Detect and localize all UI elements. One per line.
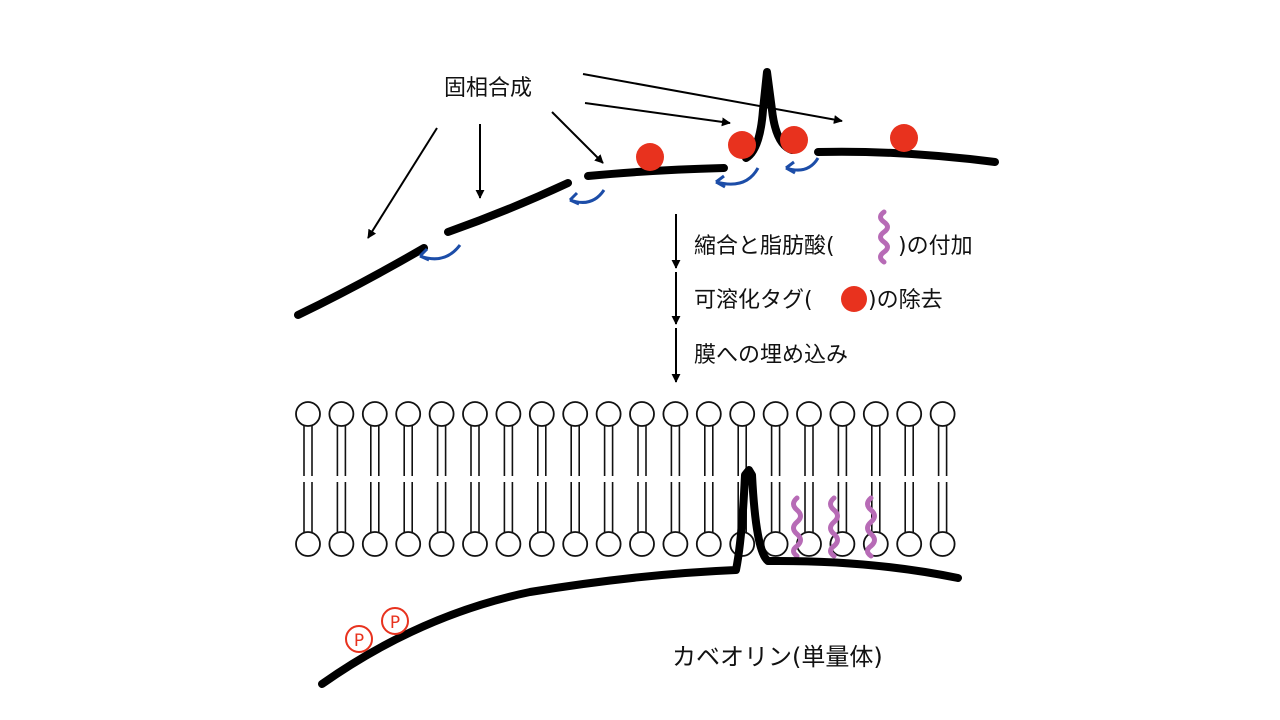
peptide-segments	[294, 68, 999, 319]
solid-phase-arrows	[367, 73, 843, 239]
lipid-icon	[762, 401, 789, 557]
peptide-segment-2	[444, 179, 572, 236]
solubility-tag-icon	[636, 143, 664, 171]
ligation-arrow-3-head	[715, 174, 726, 189]
lipid-icon	[295, 401, 321, 557]
phosphate-icon: P	[345, 625, 373, 653]
pointer-arrow-5	[582, 73, 843, 124]
peptide-segment-3	[584, 164, 728, 180]
lipid-icon	[428, 401, 455, 557]
lipid-icon	[896, 401, 923, 557]
ligation-arrow-4-head	[785, 160, 796, 175]
phosphate-icon: P	[381, 607, 409, 635]
lipid-icon	[929, 401, 956, 557]
fatty-acid-icon	[828, 495, 840, 559]
lipid-icon	[361, 401, 388, 557]
step-1-label-post: )の付加	[898, 234, 973, 259]
lipid-icon	[595, 401, 622, 557]
caveolin-monomer	[318, 466, 962, 688]
pointer-arrow-1	[367, 127, 438, 239]
fatty-acid-icon	[865, 495, 877, 559]
peptide-segment-5	[814, 147, 999, 166]
lipid-icon	[629, 401, 655, 557]
lipid-icon	[796, 401, 822, 557]
embedded-fatty-acids	[791, 495, 877, 559]
ligation-arrows	[418, 157, 820, 262]
lipid-icon	[695, 401, 722, 557]
lipid-icon	[662, 401, 689, 557]
step-3-label: 膜への埋め込み	[694, 343, 848, 368]
fatty-acid-icon	[878, 209, 890, 265]
lipid-icon	[495, 401, 522, 557]
solubility-tag-icon	[728, 131, 756, 159]
lipid-icon	[462, 401, 488, 557]
lipid-icon	[328, 401, 355, 557]
process-flow: 縮合と脂肪酸( )の付加 可溶化タグ( )の除去 膜への埋め込み	[671, 209, 973, 383]
solid-phase-label: 固相合成	[444, 76, 532, 101]
lipid-icon	[395, 401, 422, 557]
ligation-arrow-1-head	[418, 247, 430, 262]
svg-text:P: P	[354, 631, 364, 651]
fatty-acid-icon	[791, 495, 803, 559]
step-2-label-pre: 可溶化タグ(	[694, 288, 813, 313]
svg-text:P: P	[390, 613, 400, 633]
solubility-tag-icon	[780, 126, 808, 154]
step-1-label-pre: 縮合と脂肪酸(	[694, 234, 835, 259]
product-label: カベオリン(単量体)	[672, 643, 883, 671]
ligation-arrow-2-head	[568, 191, 580, 206]
lipid-icon	[528, 401, 555, 557]
lipid-bilayer	[295, 401, 956, 557]
peptide-segment-1	[294, 244, 428, 319]
solubility-tags	[636, 124, 918, 171]
lipid-icon	[562, 401, 589, 557]
pointer-arrow-3	[551, 111, 604, 164]
step-2-label-post: )の除去	[868, 288, 943, 313]
lipid-icon	[829, 401, 856, 557]
solubility-tag-icon	[841, 286, 867, 312]
solubility-tag-icon	[890, 124, 918, 152]
phosphorylation-sites: P P	[345, 607, 409, 653]
pointer-arrow-4	[584, 102, 731, 127]
